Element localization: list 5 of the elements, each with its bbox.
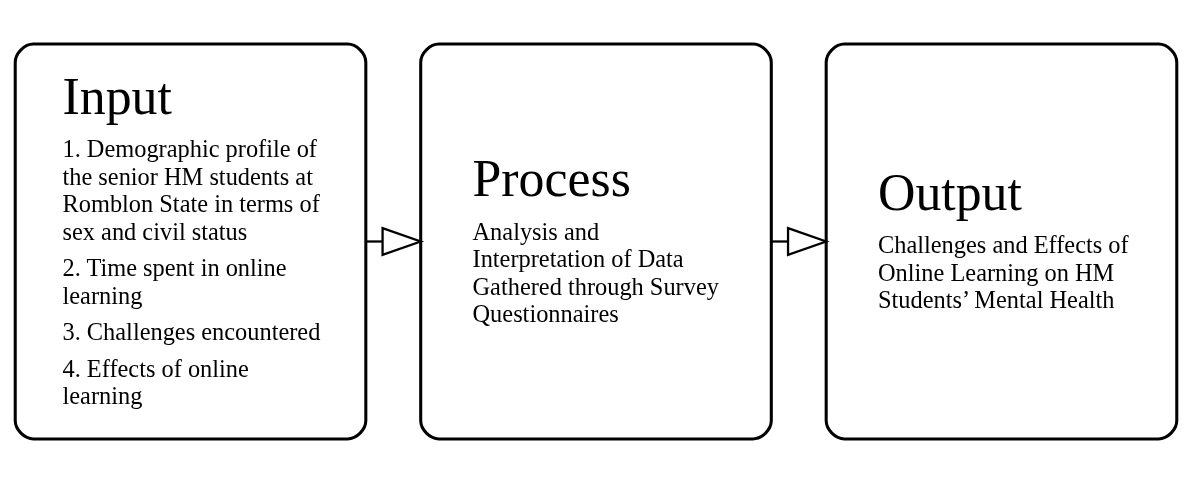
node-box: Output Challenges and Effects of Online Learning on HM Students’ Mental Health [824,42,1179,441]
arrow [771,226,830,257]
node-box: Input 1. Demographic profile of the senior HM students at Romblon State in terms of sex and civil status 2. Time spent in online learning 3. Challenges encountered 4. Effects of online learning [13,42,368,441]
arrow [366,226,425,257]
node-box: Process Analysis and Interpretation of Data Gathered through Survey Questionnaires [419,42,773,441]
